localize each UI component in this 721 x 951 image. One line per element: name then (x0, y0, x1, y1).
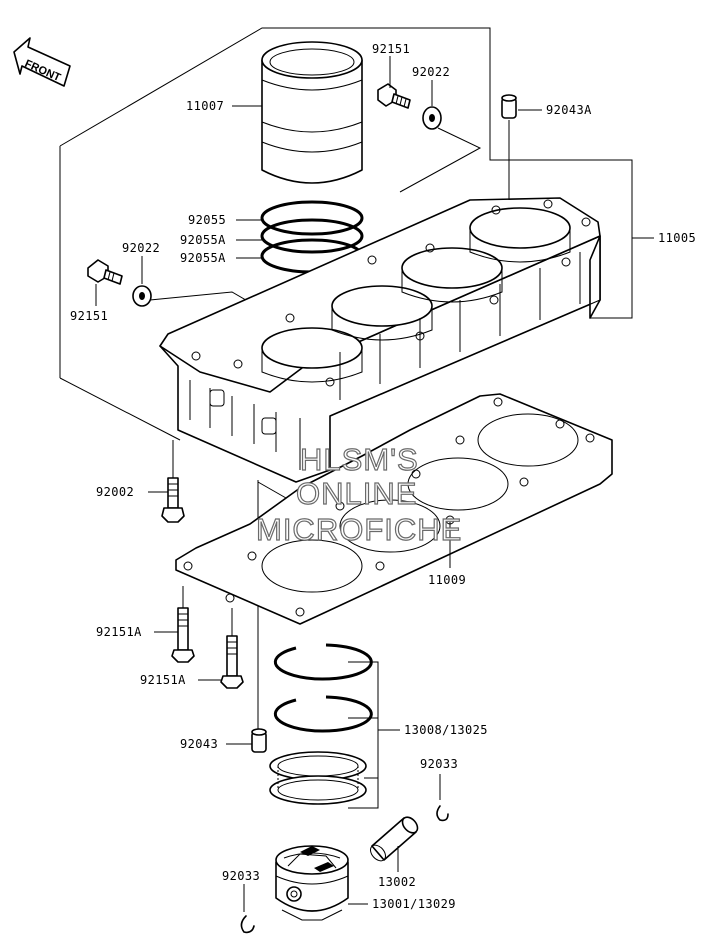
label-bolt-left: 92151 (70, 309, 108, 323)
front-arrow-icon: FRONT (13, 37, 71, 87)
piston-rings (269, 643, 373, 805)
label-bolt-top: 92151 (372, 42, 410, 56)
head-gasket (175, 393, 613, 625)
stud-bolt-icon (161, 440, 185, 523)
dowel-bottom-icon (251, 728, 267, 753)
washer-left-icon (132, 285, 152, 307)
label-dowel-top: 92043A (546, 103, 592, 117)
label-piston: 13001/13029 (372, 897, 456, 911)
watermark-line3: MICROFICHE (256, 512, 462, 547)
label-dowel-bottom: 92043 (180, 737, 218, 751)
watermark: HLSM'S ONLINE MICROFICHE (255, 441, 462, 547)
leader-lines (95, 56, 654, 912)
label-bolt-a1: 92151A (96, 625, 142, 639)
label-snap-ring-left: 92033 (222, 869, 260, 883)
label-bolt-a2: 92151A (140, 673, 186, 687)
watermark-line1: HLSM'S (300, 442, 419, 477)
piston-icon (275, 845, 349, 921)
label-piston-rings: 13008/13025 (404, 723, 488, 737)
part-labels: 11007 92151 92022 92043A 11005 92055 920… (70, 42, 696, 911)
o-rings (260, 200, 364, 274)
label-stud-bolt: 92002 (96, 485, 134, 499)
bolt-top-icon (377, 83, 411, 109)
label-head-gasket: 11009 (428, 573, 466, 587)
label-oring-2: 92055A (180, 233, 226, 247)
cylinder-sleeve (261, 41, 363, 184)
bolt-a1-icon (171, 586, 195, 663)
bolt-a2-icon (220, 608, 244, 689)
label-washer-left: 92022 (122, 241, 160, 255)
label-cylinder-block: 11005 (658, 231, 696, 245)
snap-ring-left-icon (240, 915, 255, 934)
snap-ring-right-icon (436, 805, 449, 822)
label-sleeve: 11007 (186, 99, 224, 113)
piston-pin-icon (370, 816, 419, 862)
assembly-frame (59, 27, 633, 744)
cylinder-block (159, 197, 601, 483)
bolt-left-icon (87, 259, 123, 285)
watermark-line2: ONLINE (296, 476, 417, 511)
label-washer-top: 92022 (412, 65, 450, 79)
label-oring-3: 92055A (180, 251, 226, 265)
washer-top-icon (422, 106, 442, 130)
label-snap-ring-right: 92033 (420, 757, 458, 771)
dowel-top-icon (501, 94, 517, 258)
label-piston-pin: 13002 (378, 875, 416, 889)
label-oring-1: 92055 (188, 213, 226, 227)
